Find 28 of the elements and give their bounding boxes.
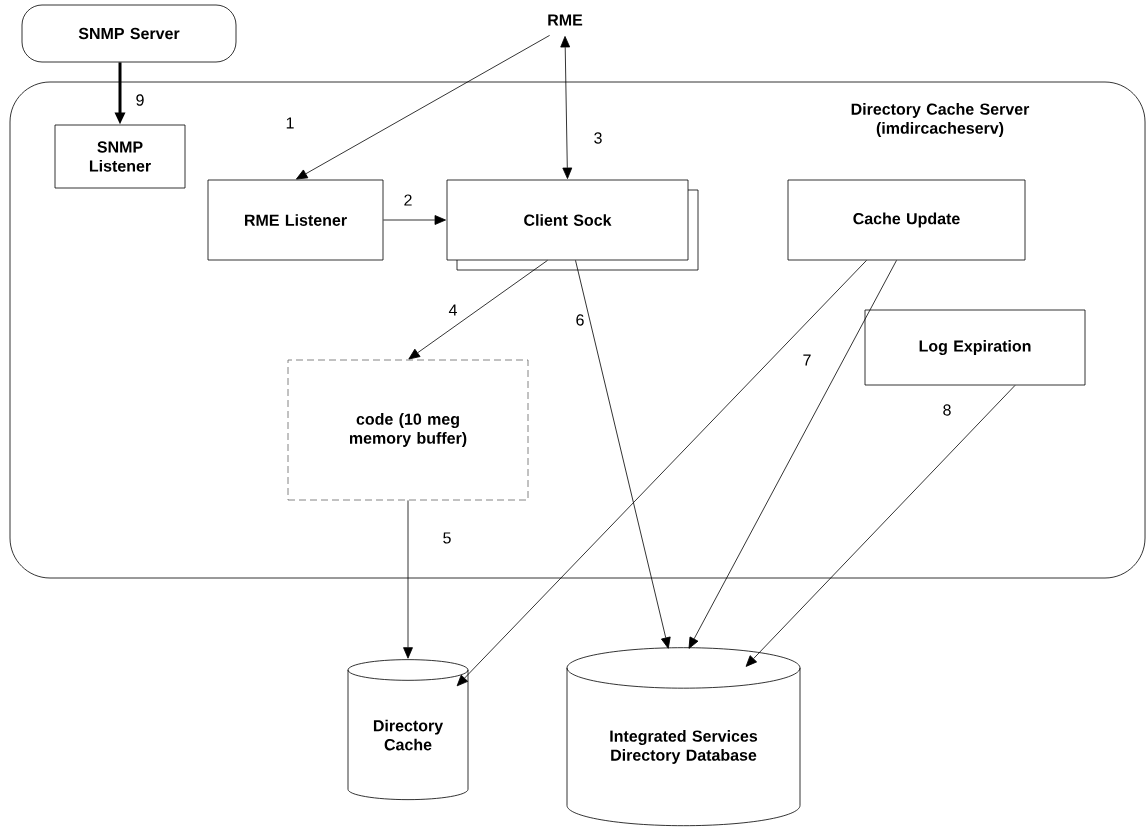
buffer-box: code (10 meg memory buffer) bbox=[287, 359, 529, 501]
database-cylinder: Directory Cache bbox=[347, 659, 469, 801]
edge-label: 4 bbox=[447, 303, 459, 317]
edge-label: 9 bbox=[134, 93, 146, 107]
process-box: RME Listener bbox=[207, 179, 384, 261]
edge-label: 3 bbox=[592, 131, 604, 145]
edge-label: 8 bbox=[941, 403, 953, 417]
arrow bbox=[575, 260, 671, 649]
arrow bbox=[745, 385, 1016, 667]
arrow bbox=[383, 215, 446, 225]
arrow bbox=[456, 260, 867, 687]
server-box: SNMP Server bbox=[21, 4, 237, 63]
process-box: Cache Update bbox=[787, 179, 1026, 261]
arrow bbox=[688, 260, 897, 649]
edge-label: 5 bbox=[441, 531, 453, 545]
arrow bbox=[408, 260, 548, 360]
process-box: SNMP Listener bbox=[54, 124, 186, 189]
edge-label: 2 bbox=[402, 193, 414, 207]
arrow bbox=[296, 35, 550, 180]
arrow bbox=[403, 500, 413, 659]
stacked-box: Client Sock bbox=[446, 179, 699, 271]
edge-label: 7 bbox=[801, 353, 813, 367]
database-cylinder: Integrated Services Directory Database bbox=[566, 647, 801, 827]
source-label: RME bbox=[548, 14, 583, 26]
edge-label: 1 bbox=[284, 116, 296, 130]
edge-label: 6 bbox=[574, 313, 586, 327]
arrow bbox=[560, 36, 573, 179]
process-box: Log Expiration bbox=[864, 309, 1086, 386]
